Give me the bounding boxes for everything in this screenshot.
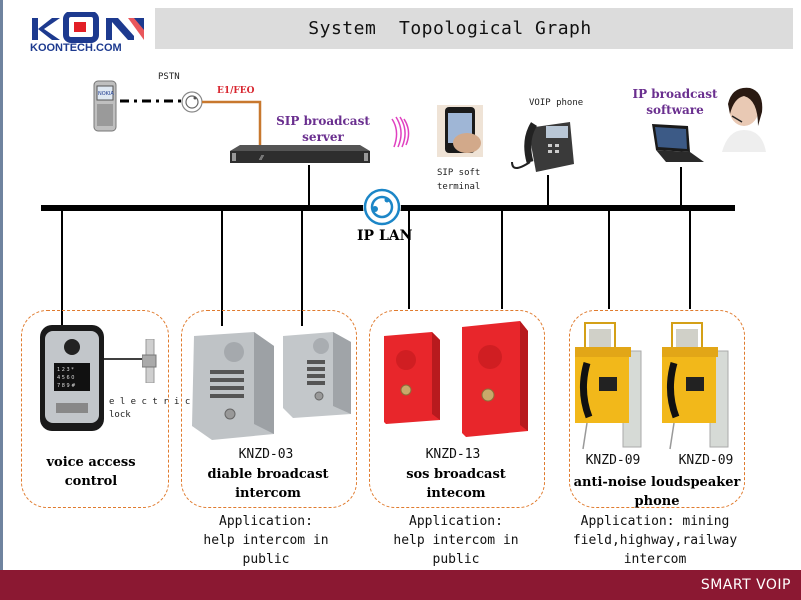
svg-text:7 8 9 #: 7 8 9 # — [57, 383, 76, 389]
server-uplink — [308, 165, 310, 206]
knzd-13-model: KNZD-13 — [425, 447, 481, 462]
stainless-intercom-small-icon — [281, 330, 355, 420]
red-sos-intercom-large-icon — [460, 321, 530, 437]
ip-lan-network-icon — [363, 188, 401, 226]
title-banner — [155, 8, 793, 49]
pstn-label: PSTN — [158, 72, 180, 82]
e1-label: E1/FEO — [217, 86, 255, 96]
mobile-phone-icon: NOKIA — [93, 80, 117, 132]
yellow-weatherproof-phone-b-icon — [660, 321, 730, 453]
e1-link — [202, 100, 262, 152]
svg-text:NOKIA: NOKIA — [98, 91, 114, 97]
drop-knzd03-a — [221, 211, 223, 326]
electric-lock-label: e l e c t r i c lock — [109, 397, 191, 420]
ip-broadcast-software-label: IP broadcast software — [632, 87, 718, 117]
drop-knzd09-a — [608, 211, 610, 309]
group-knzd-03 — [181, 310, 357, 508]
lock-wire — [104, 358, 144, 360]
svg-text:⁄⁄⁄: ⁄⁄⁄ — [258, 155, 265, 162]
pstn-wireless-link — [120, 99, 182, 103]
svg-text:4 5 6 0: 4 5 6 0 — [57, 375, 75, 381]
voip-phone-icon — [508, 118, 578, 176]
svg-text:1 2 3 *: 1 2 3 * — [57, 367, 74, 373]
page-title: System Topological Graph — [308, 18, 592, 39]
drop-knzd09-b — [689, 211, 691, 309]
group-voice-access — [21, 310, 169, 508]
knzd-03-description: diable broadcast intercom — [207, 467, 329, 501]
knzd-09-application: Application: mining field,highway,railwa… — [572, 514, 738, 567]
knzd-09-model-a: KNZD-09 — [585, 453, 641, 468]
ip-lan-label: IP LAN — [357, 228, 413, 244]
knzd-13-application: Application: help intercom in public — [393, 514, 519, 567]
red-sos-intercom-small-icon — [382, 332, 442, 424]
voip-phone-uplink — [547, 175, 549, 206]
drop-knzd13-a — [408, 211, 410, 309]
electric-lock-icon — [141, 338, 158, 384]
koontech-logo: KOONTECH.COM — [30, 11, 148, 54]
drop-knzd03-b — [301, 211, 303, 326]
group-knzd-09 — [569, 310, 745, 508]
voice-access-description: voice access control — [46, 455, 136, 489]
yellow-weatherproof-phone-a-icon — [573, 321, 643, 453]
laptop-icon — [650, 122, 706, 166]
laptop-uplink — [680, 167, 682, 206]
sip-soft-terminal-label: SIP soft terminal — [437, 168, 481, 192]
sip-broadcast-server-icon: ⁄⁄⁄ — [230, 143, 380, 165]
drop-voice-access — [61, 211, 63, 326]
pstn-cloud-icon — [181, 91, 203, 113]
group-knzd-13 — [369, 310, 545, 508]
smartphone-icon — [437, 105, 483, 157]
footer-bar — [0, 570, 801, 600]
logo-text: KOONTECH.COM — [30, 42, 122, 52]
stainless-intercom-large-icon — [188, 330, 278, 440]
knzd-13-description: sos broadcast intecom — [406, 467, 506, 501]
left-edge-bar — [0, 0, 3, 600]
footer-text: SMART VOIP — [700, 577, 791, 593]
knzd-03-application: Application: help intercom in public — [203, 514, 329, 567]
knzd-03-model: KNZD-03 — [238, 447, 294, 462]
sip-server-label: SIP broadcast server — [276, 114, 370, 144]
access-control-panel-icon: 1 2 3 * 4 5 6 0 7 8 9 # — [40, 325, 104, 431]
voip-phone-label: VOIP phone — [529, 98, 584, 108]
knzd-09-model-b: KNZD-09 — [678, 453, 734, 468]
operator-headset-photo — [718, 86, 766, 152]
wireless-signal-icon — [388, 113, 412, 153]
knzd-09-description: anti-noise loudspeaker phone — [573, 475, 741, 509]
drop-knzd13-b — [501, 211, 503, 309]
